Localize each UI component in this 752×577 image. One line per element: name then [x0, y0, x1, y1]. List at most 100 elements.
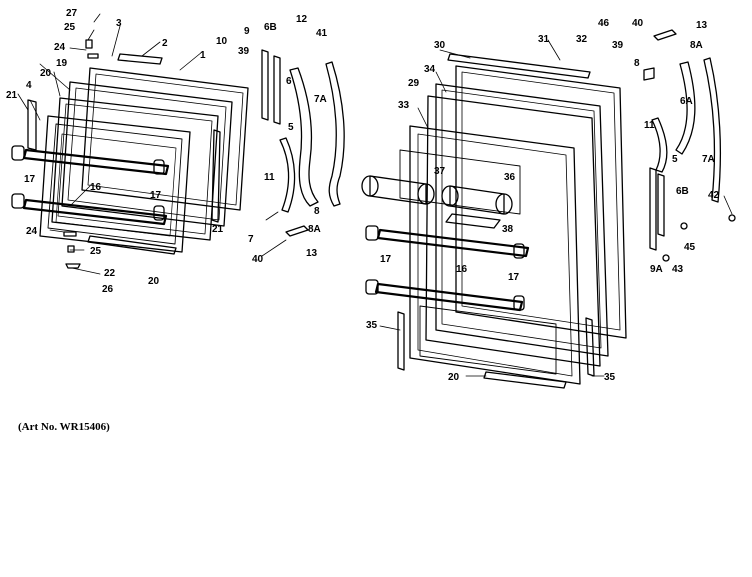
callout-number: 7: [248, 234, 254, 245]
callout-number: 9A: [650, 264, 663, 275]
callout-number: 45: [684, 242, 696, 253]
callout-number: 27: [66, 8, 78, 19]
callout-number: 1: [200, 50, 206, 61]
door-shelf-upper: [376, 228, 530, 258]
molded-panel: [399, 149, 521, 215]
callout-number: 11: [644, 120, 655, 131]
callout-number: 5: [288, 122, 294, 133]
callout-number: 25: [90, 246, 102, 257]
dairy-compartment-37: [361, 175, 435, 205]
callout-number: 3: [116, 18, 122, 29]
callout-number: 24: [26, 226, 38, 237]
door-gasket: [61, 81, 233, 227]
door-outer-panel: [455, 65, 627, 339]
shelf-end-cap: [11, 193, 25, 209]
callout-number: 8A: [690, 40, 703, 51]
door-shelf-lower: [374, 282, 524, 312]
hinge-pin-parts: [63, 39, 99, 269]
callout-number: 9: [244, 26, 250, 37]
top-trim: [447, 53, 591, 79]
callout-number: 24: [54, 42, 66, 53]
callout-number: 30: [434, 40, 446, 51]
callout-number: 26: [102, 284, 114, 295]
door-liner-frame: [51, 97, 219, 241]
callout-number: 36: [504, 172, 516, 183]
shelf-end-cap: [365, 279, 379, 295]
callout-number: 21: [212, 224, 224, 235]
door-inner-liner: [409, 125, 581, 385]
callout-number: 20: [148, 276, 160, 287]
door-outer-panel: [81, 67, 249, 211]
callout-number: 20: [448, 372, 460, 383]
callout-number: 34: [424, 64, 436, 75]
handle-7a: [325, 61, 345, 207]
callout-number: 7A: [314, 94, 327, 105]
shelf-end-cap: [153, 205, 165, 221]
callout-number: 11: [264, 172, 275, 183]
callout-number: 7A: [702, 154, 715, 165]
callout-number: 39: [238, 46, 250, 57]
callout-number: 17: [508, 272, 520, 283]
handle-7a: [703, 57, 722, 203]
hinge: [285, 225, 309, 237]
callout-number: 40: [252, 254, 264, 265]
bracket: [445, 213, 501, 229]
callout-number: 6B: [264, 22, 277, 33]
callout-number: 4: [26, 80, 32, 91]
callout-number: 6B: [676, 186, 689, 197]
callout-number: 13: [306, 248, 318, 259]
callout-number: 19: [56, 58, 68, 69]
callout-number: 40: [632, 18, 644, 29]
callout-number: 10: [216, 36, 228, 47]
callout-number: 8: [314, 206, 320, 217]
callout-number: 33: [398, 100, 410, 111]
callout-number: 13: [696, 20, 708, 31]
bottom-trim: [483, 371, 567, 389]
side-strip: [397, 311, 405, 371]
door-handle: [675, 61, 696, 155]
right-door-callouts: 46 40 13 30 31 32 39 8A 8 34 29 6A 33 37…: [366, 18, 720, 383]
callout-number: 16: [90, 182, 102, 193]
top-trim: [117, 53, 163, 65]
art-number-caption: (Art No. WR15406): [18, 421, 110, 433]
callout-number: 6: [286, 76, 292, 87]
callout-number: 46: [598, 18, 610, 29]
left-door-callouts: 27 25 3 2 1 10 39 9 6B 12 41 24 19 20 4 …: [6, 8, 328, 295]
side-strip: [27, 99, 37, 151]
callout-number: 35: [604, 372, 616, 383]
callout-number: 39: [612, 40, 624, 51]
handle-insert: [279, 137, 296, 213]
shelf-end-cap: [11, 145, 25, 161]
dairy-compartment-36: [441, 185, 513, 215]
shelf-end-cap: [513, 243, 525, 259]
hinge-bracket: [643, 67, 655, 81]
left-door-assembly: [11, 39, 345, 269]
door-shelf-lower: [22, 198, 168, 226]
handle-insert: [651, 117, 668, 173]
callout-number: 17: [150, 190, 162, 201]
shelf-end-cap: [153, 159, 165, 175]
callout-number: 38: [502, 224, 514, 235]
callout-number: 21: [6, 90, 18, 101]
door-inner-liner: [39, 115, 191, 253]
callout-number: 2: [162, 38, 168, 49]
handle-trim-9a: [649, 167, 657, 251]
lower-recess: [419, 305, 557, 375]
handle-trim-left: [261, 49, 269, 121]
door-shelf-upper: [22, 148, 170, 176]
screw: [680, 222, 688, 230]
callout-number: 17: [24, 174, 36, 185]
callout-number: 41: [316, 28, 328, 39]
callout-number: 31: [538, 34, 550, 45]
callout-number: 17: [380, 254, 392, 265]
callout-number: 32: [576, 34, 588, 45]
callout-number: 43: [672, 264, 684, 275]
shelf-end-cap: [513, 295, 525, 311]
hinge: [653, 29, 677, 41]
callout-number: 22: [104, 268, 116, 279]
callout-number: 6A: [680, 96, 693, 107]
callout-number: 42: [708, 190, 720, 201]
callout-number: 25: [64, 22, 76, 33]
callout-number: 8A: [308, 224, 321, 235]
